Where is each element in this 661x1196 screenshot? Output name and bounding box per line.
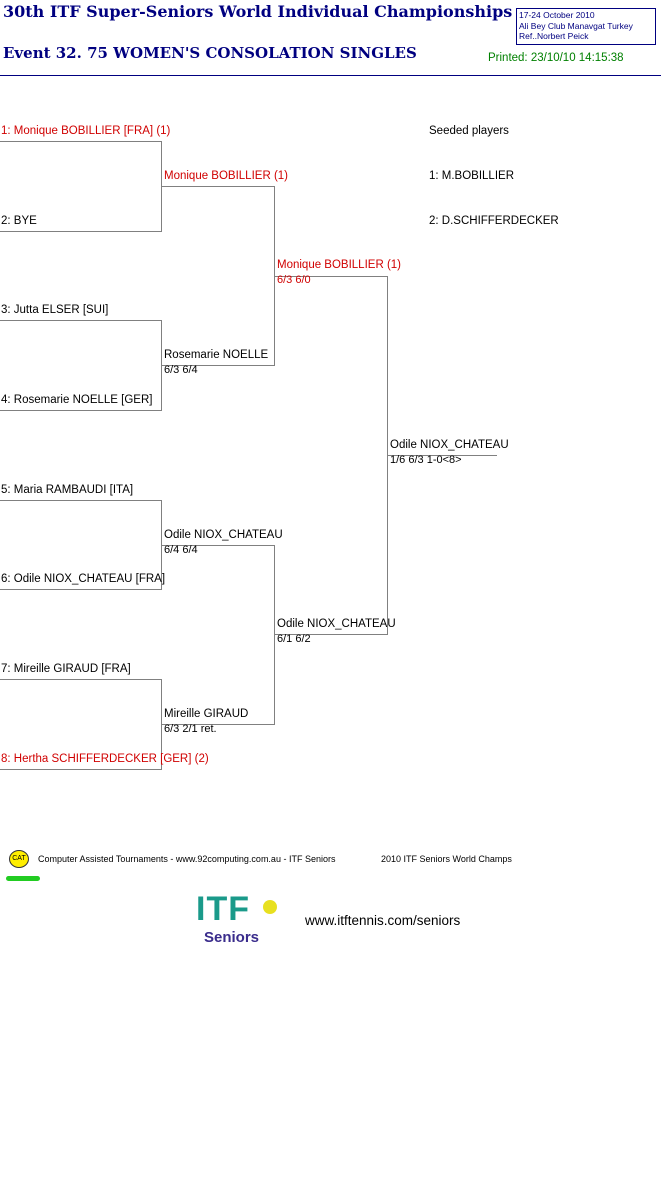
info-referee: Ref..Norbert Peick <box>519 31 589 41</box>
info-dates: 17-24 October 2010 <box>519 10 595 20</box>
bracket-line <box>274 634 387 635</box>
round2-winner: Rosemarie NOELLE <box>164 349 269 361</box>
round2-score: 6/3 6/4 <box>164 364 198 376</box>
seeded-player: 1: M.BOBILLIER <box>429 170 515 182</box>
bracket-line <box>387 455 497 456</box>
bracket-line <box>0 141 161 142</box>
header-divider <box>0 75 661 76</box>
bracket-line <box>161 365 274 366</box>
tournament-info-box: 17-24 October 2010 Ali Bey Club Manavgat… <box>516 8 656 45</box>
bracket-line <box>161 724 274 725</box>
cat-swoosh-icon <box>6 876 40 881</box>
itf-logo: ITF <box>196 890 250 928</box>
itf-seniors-label: Seniors <box>204 929 260 946</box>
itf-website: www.itftennis.com/seniors <box>305 913 461 928</box>
bracket-line <box>0 679 161 680</box>
tennis-ball-icon <box>263 900 277 914</box>
bracket-line <box>0 769 161 770</box>
round2-score: 6/4 6/4 <box>164 544 198 556</box>
final-winner: Odile NIOX_CHATEAU <box>390 439 509 451</box>
round3-score: 6/1 6/2 <box>277 633 311 645</box>
round3-winner: Odile NIOX_CHATEAU <box>277 618 396 630</box>
round3-score: 6/3 6/0 <box>277 274 311 286</box>
printed-timestamp: Printed: 23/10/10 14:15:38 <box>488 52 624 64</box>
draw-entry: 8: Hertha SCHIFFERDECKER [GER] (2) <box>1 753 209 765</box>
bracket-line <box>274 545 275 725</box>
bracket-line <box>0 500 161 501</box>
bracket-line <box>0 320 161 321</box>
draw-entry: 6: Odile NIOX_CHATEAU [FRA] <box>1 573 166 585</box>
bracket-line <box>0 589 161 590</box>
cat-logo-icon: CAT <box>9 850 29 868</box>
footer-credit: Computer Assisted Tournaments - www.92co… <box>38 854 336 864</box>
bracket-line <box>0 410 161 411</box>
round2-winner: Monique BOBILLIER (1) <box>164 170 289 182</box>
page-title: 30th ITF Super-Seniors World Individual … <box>3 2 513 21</box>
event-title: Event 32. 75 WOMEN'S CONSOLATION SINGLES <box>3 44 417 62</box>
footer-event-name: 2010 ITF Seniors World Champs <box>381 854 512 864</box>
bracket-line <box>0 231 161 232</box>
round2-score: 6/3 2/1 ret. <box>164 723 217 735</box>
draw-entry: 2: BYE <box>1 215 37 227</box>
seeded-players-title: Seeded players <box>429 125 509 137</box>
draw-entry: 1: Monique BOBILLIER [FRA] (1) <box>1 125 171 137</box>
final-score: 1/6 6/3 1-0<8> <box>390 454 462 466</box>
bracket-line <box>274 276 387 277</box>
round3-winner: Monique BOBILLIER (1) <box>277 259 402 271</box>
draw-entry: 3: Jutta ELSER [SUI] <box>1 304 109 316</box>
round2-winner: Mireille GIRAUD <box>164 708 249 720</box>
bracket-line <box>161 186 274 187</box>
info-venue: Ali Bey Club Manavgat Turkey <box>519 20 633 31</box>
draw-entry: 7: Mireille GIRAUD [FRA] <box>1 663 131 675</box>
bracket-line <box>161 545 274 546</box>
seeded-player: 2: D.SCHIFFERDECKER <box>429 215 559 227</box>
round2-winner: Odile NIOX_CHATEAU <box>164 529 283 541</box>
draw-entry: 5: Maria RAMBAUDI [ITA] <box>1 484 134 496</box>
draw-entry: 4: Rosemarie NOELLE [GER] <box>1 394 153 406</box>
